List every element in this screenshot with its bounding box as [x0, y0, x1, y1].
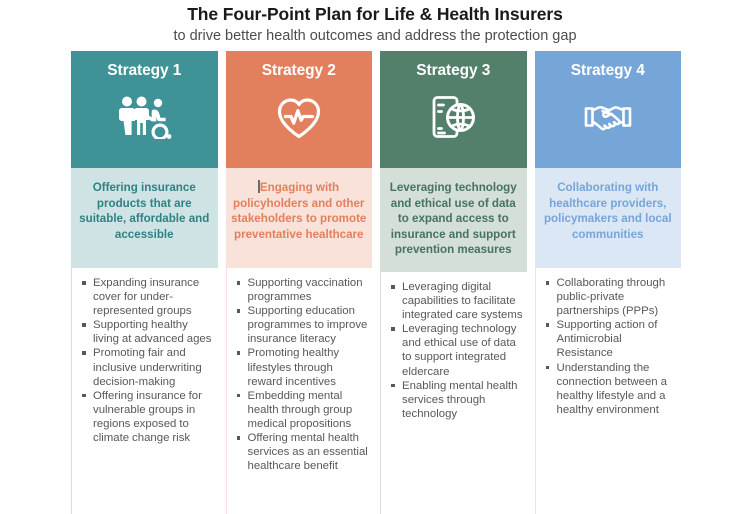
bullet-square-icon — [236, 351, 240, 355]
bullet-list: Collaborating through public-private par… — [536, 276, 680, 417]
bullet-square-icon — [236, 393, 240, 398]
list-item-label: Leveraging digital capabilities to facil… — [402, 281, 523, 322]
list-item-label: Promoting healthy lifestyles through rew… — [247, 347, 340, 388]
bullet-square-icon — [82, 281, 86, 285]
bullet-square-icon — [236, 281, 240, 285]
strategy-column-3: Strategy 3 Leveraging technology and eth… — [380, 51, 527, 514]
strategy-bullets-3: Leveraging digital capabilities to facil… — [380, 272, 527, 514]
strategy-columns: Strategy 1 Offering insurance products t… — [71, 51, 681, 514]
bullet-square-icon — [391, 327, 395, 331]
list-item: Supporting vaccination programmes — [236, 276, 371, 304]
strategy-summary-1: Offering insurance products that are sui… — [71, 168, 218, 268]
list-item: Understanding the connection between a h… — [545, 361, 680, 417]
bullet-square-icon — [391, 285, 395, 289]
list-item: Promoting fair and inclusive underwritin… — [81, 346, 216, 388]
list-item: Leveraging technology and ethical use of… — [390, 322, 525, 378]
list-item-label: Supporting action of Antimicrobial Resis… — [556, 319, 658, 360]
strategy-column-2: Strategy 2 Engaging with policyholders a… — [225, 51, 372, 514]
heart-pulse-icon — [271, 91, 327, 143]
list-item-label: Embedding mental health through group me… — [247, 389, 353, 430]
list-item-label: Supporting healthy living at advanced ag… — [93, 319, 212, 346]
list-item: Supporting education programmes to impro… — [236, 304, 371, 346]
list-item: Collaborating through public-private par… — [545, 276, 680, 318]
list-item-label: Collaborating through public-private par… — [556, 277, 666, 318]
title-block: The Four-Point Plan for Life & Health In… — [0, 4, 750, 46]
strategy-header-1: Strategy 1 — [71, 51, 218, 168]
list-item-label: Enabling mental health services through … — [402, 379, 518, 420]
strategy-header-3: Strategy 3 — [380, 51, 527, 168]
strategy-summary-text: Offering insurance products that are sui… — [79, 181, 210, 241]
strategy-label: Strategy 1 — [107, 62, 182, 79]
bullet-square-icon — [236, 309, 240, 313]
strategy-summary-label: Engaging with policyholders and other st… — [231, 181, 367, 241]
list-item: Supporting action of Antimicrobial Resis… — [545, 318, 680, 360]
strategy-label: Strategy 4 — [570, 62, 645, 79]
bullet-square-icon — [236, 436, 240, 440]
bullet-square-icon — [545, 365, 549, 370]
people-accessibility-icon — [116, 91, 172, 143]
bullet-square-icon — [545, 323, 549, 327]
strategy-summary-text: Collaborating with healthcare providers,… — [543, 181, 672, 241]
strategy-header-4: Strategy 4 — [534, 51, 681, 168]
list-item-label: Understanding the connection between a h… — [556, 361, 667, 416]
list-item-label: Supporting vaccination programmes — [247, 277, 363, 304]
strategy-label: Strategy 3 — [416, 62, 491, 79]
strategy-column-4: Strategy 4 Collaborating with healthcare… — [534, 51, 681, 514]
page-subtitle: to drive better health outcomes and addr… — [173, 28, 577, 44]
mobile-globe-icon — [425, 91, 481, 143]
bullet-square-icon — [391, 383, 395, 388]
list-item: Expanding insurance cover for under-repr… — [81, 276, 216, 318]
list-item-label: Expanding insurance cover for under-repr… — [93, 277, 200, 318]
bullet-list: Expanding insurance cover for under-repr… — [72, 276, 216, 445]
strategy-summary-text: Engaging with policyholders and other st… — [231, 180, 368, 242]
bullet-square-icon — [545, 281, 549, 285]
handshake-icon — [580, 91, 636, 143]
strategy-bullets-1: Expanding insurance cover for under-repr… — [71, 268, 218, 514]
list-item-label: Promoting fair and inclusive underwritin… — [93, 347, 202, 388]
strategy-header-2: Strategy 2 — [225, 51, 372, 168]
text-cursor-caret — [258, 180, 260, 193]
strategy-column-1: Strategy 1 Offering insurance products t… — [71, 51, 218, 514]
list-item: Offering mental health services as an es… — [236, 431, 371, 473]
bullet-square-icon — [82, 323, 86, 327]
list-item-label: Offering insurance for vulnerable groups… — [93, 389, 202, 445]
list-item-label: Offering mental health services as an es… — [247, 432, 368, 473]
bullet-square-icon — [82, 393, 86, 398]
strategy-summary-3: Leveraging technology and ethical use of… — [380, 168, 527, 272]
strategy-summary-2: Engaging with policyholders and other st… — [225, 168, 372, 268]
list-item: Offering insurance for vulnerable groups… — [81, 389, 216, 445]
list-item: Supporting healthy living at advanced ag… — [81, 318, 216, 346]
list-item: Embedding mental health through group me… — [236, 389, 371, 431]
bullet-list: Leveraging digital capabilities to facil… — [381, 280, 525, 421]
list-item: Enabling mental health services through … — [390, 379, 525, 421]
list-item-label: Supporting education programmes to impro… — [247, 305, 368, 346]
strategy-bullets-4: Collaborating through public-private par… — [534, 268, 681, 514]
list-item: Leveraging digital capabilities to facil… — [390, 280, 525, 322]
strategy-summary-4: Collaborating with healthcare providers,… — [534, 168, 681, 268]
list-item-label: Leveraging technology and ethical use of… — [402, 323, 517, 378]
list-item: Promoting healthy lifestyles through rew… — [236, 346, 371, 388]
bullet-square-icon — [82, 351, 86, 355]
strategy-label: Strategy 2 — [261, 62, 336, 79]
page-title: The Four-Point Plan for Life & Health In… — [187, 4, 563, 24]
strategy-summary-text: Leveraging technology and ethical use of… — [389, 181, 517, 257]
